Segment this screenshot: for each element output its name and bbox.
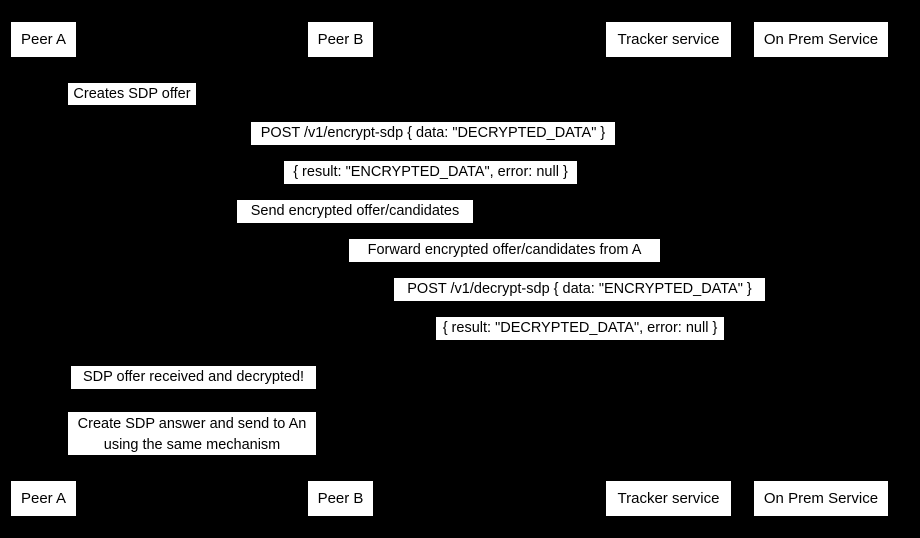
message-sdp-offer-received[interactable]: SDP offer received and decrypted!: [71, 366, 316, 389]
lifeline-footer-label: On Prem Service: [763, 490, 879, 507]
message-label: { result: "DECRYPTED_DATA", error: null …: [442, 320, 718, 337]
lifeline-footer-peer-b[interactable]: Peer B: [307, 480, 374, 517]
message-label: POST /v1/encrypt-sdp { data: "DECRYPTED_…: [260, 125, 606, 142]
lifeline-footer-label: Peer B: [317, 490, 364, 507]
lifeline-header-on-prem-service[interactable]: On Prem Service: [753, 21, 889, 58]
message-result-decrypted-data[interactable]: { result: "DECRYPTED_DATA", error: null …: [436, 317, 724, 340]
lifeline-footer-label: Peer A: [20, 490, 67, 507]
lifeline-header-label: Peer A: [20, 31, 67, 48]
lifeline-footer-on-prem-service[interactable]: On Prem Service: [753, 480, 889, 517]
message-create-sdp-answer[interactable]: Create SDP answer and send to An using t…: [68, 412, 316, 455]
lifeline-footer-label: Tracker service: [617, 490, 720, 507]
lifeline-header-peer-a[interactable]: Peer A: [10, 21, 77, 58]
message-label: SDP offer received and decrypted!: [82, 369, 305, 386]
message-label: Creates SDP offer: [73, 85, 191, 102]
message-label: POST /v1/decrypt-sdp { data: "ENCRYPTED_…: [407, 281, 752, 298]
lifeline-header-label: Tracker service: [617, 31, 720, 48]
lifeline-header-peer-b[interactable]: Peer B: [307, 21, 374, 58]
message-forward-encrypted-offer[interactable]: Forward encrypted offer/candidates from …: [349, 239, 660, 262]
lifeline-footer-peer-a[interactable]: Peer A: [10, 480, 77, 517]
message-label: Forward encrypted offer/candidates from …: [367, 242, 642, 259]
message-post-decrypt-sdp[interactable]: POST /v1/decrypt-sdp { data: "ENCRYPTED_…: [394, 278, 765, 301]
message-post-encrypt-sdp[interactable]: POST /v1/encrypt-sdp { data: "DECRYPTED_…: [251, 122, 615, 145]
lifeline-header-label: On Prem Service: [763, 31, 879, 48]
message-creates-sdp-offer[interactable]: Creates SDP offer: [68, 83, 196, 105]
message-label: { result: "ENCRYPTED_DATA", error: null …: [293, 164, 568, 181]
message-result-encrypted-data[interactable]: { result: "ENCRYPTED_DATA", error: null …: [284, 161, 577, 184]
lifeline-header-tracker-service[interactable]: Tracker service: [605, 21, 732, 58]
lifeline-footer-tracker-service[interactable]: Tracker service: [605, 480, 732, 517]
message-send-encrypted-offer[interactable]: Send encrypted offer/candidates: [237, 200, 473, 223]
message-label: Send encrypted offer/candidates: [250, 203, 460, 220]
message-label: Create SDP answer and send to An using t…: [77, 416, 307, 453]
lifeline-header-label: Peer B: [317, 31, 364, 48]
